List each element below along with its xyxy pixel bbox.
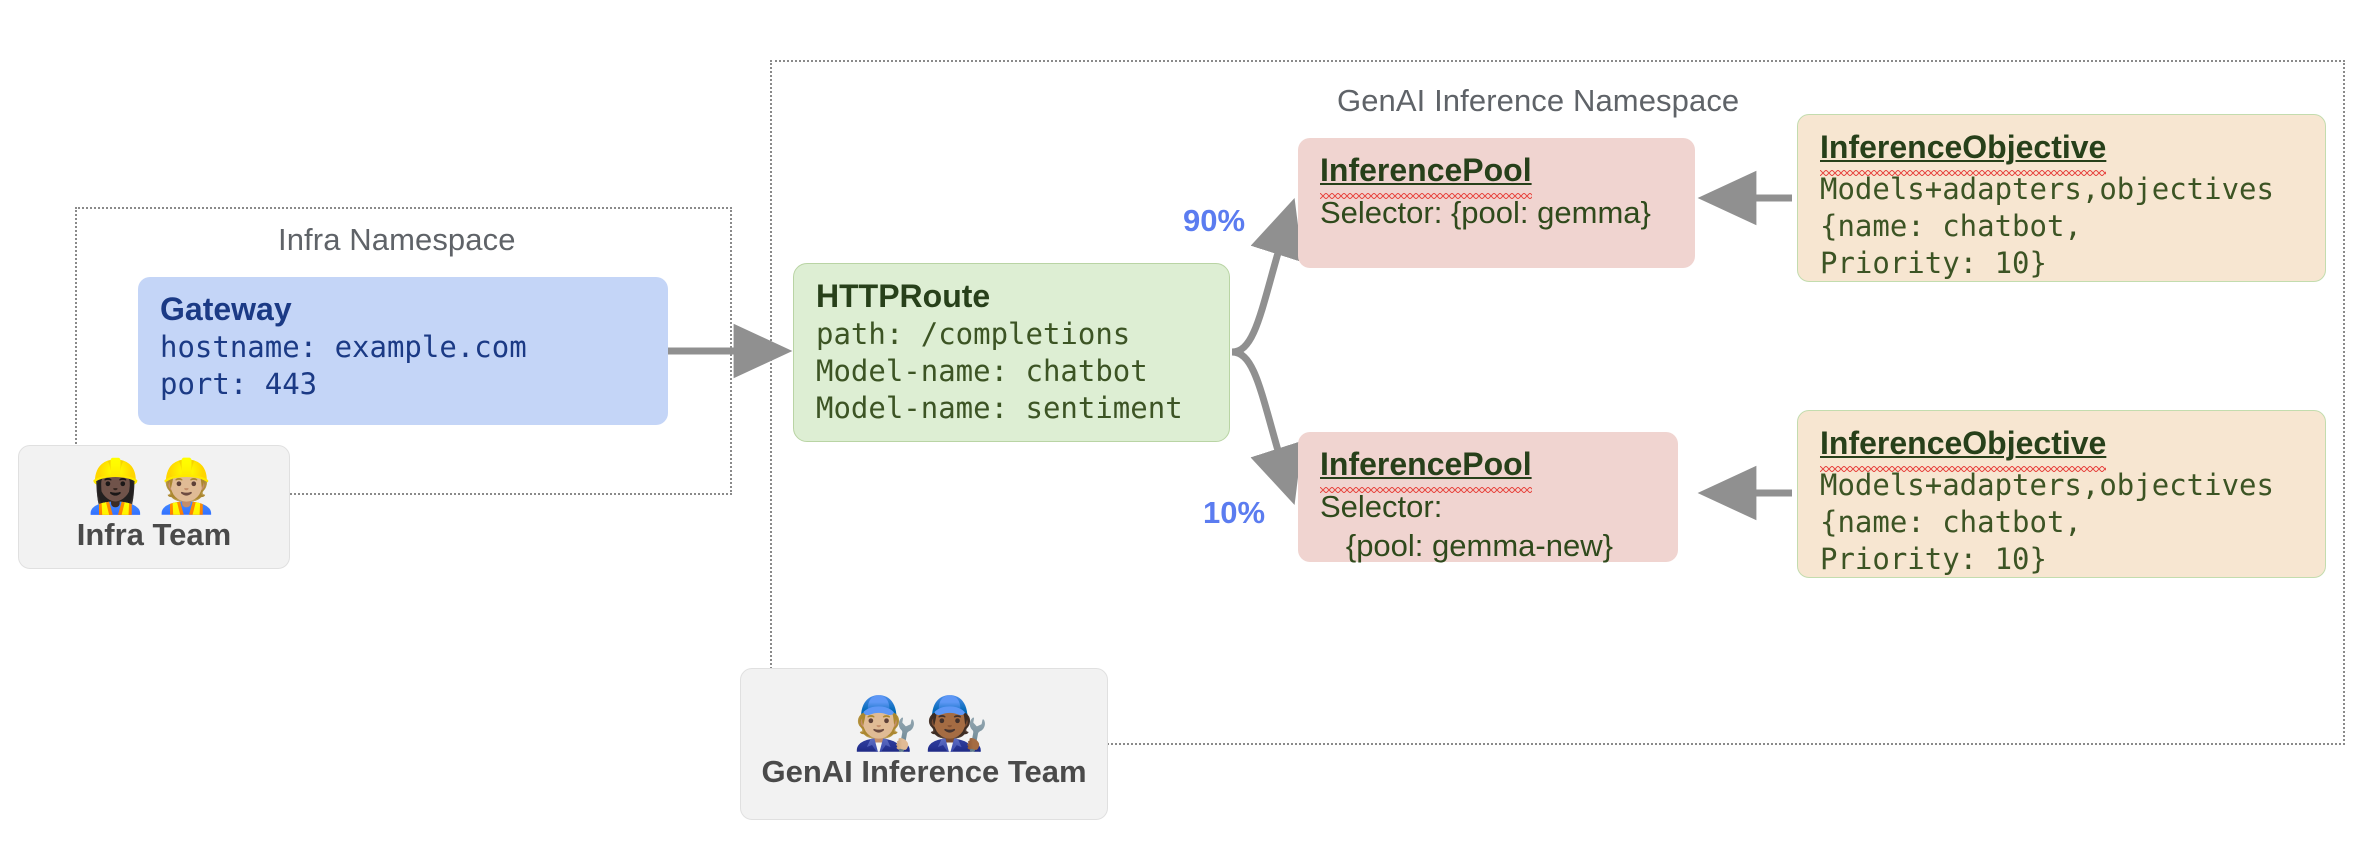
infra-team-label: Infra Team	[76, 517, 232, 552]
httproute-model-chatbot-line: Model-name: chatbot	[816, 353, 1148, 388]
httproute-kind-label: HTTPRoute	[816, 278, 991, 314]
gateway-port-line: port: 443	[160, 366, 318, 401]
inferencepool-top-selector-line: Selector: {pool: gemma}	[1320, 194, 1651, 230]
infra-team-avatar-icon: 👷🏿‍♀️👷🏼	[83, 457, 225, 517]
traffic-split-90-label: 90%	[1183, 203, 1246, 238]
inferenceobjective-bottom-priority-line: Priority: 10}	[1820, 541, 2047, 576]
inferencepool-bottom-kind-label: InferencePool	[1320, 446, 1658, 493]
inferencepool-top-kind-label: InferencePool	[1320, 152, 1675, 199]
resource-box-inferencepool-bottom[interactable]: InferencePool Selector: {pool: gemma-new…	[1298, 432, 1678, 563]
resource-box-inferenceobjective-bottom[interactable]: InferenceObjective Models+adapters,objec…	[1797, 410, 2326, 578]
inferencepool-bottom-selector-value-line: {pool: gemma-new}	[1320, 527, 1613, 563]
httproute-model-sentiment-line: Model-name: sentiment	[816, 390, 1183, 425]
team-card-genai[interactable]: 🧑🏼‍🔧🧑🏾‍🔧 GenAI Inference Team	[740, 668, 1108, 820]
inferenceobjective-top-kind-label: InferenceObjective	[1820, 129, 2305, 176]
spellcheck-underline: InferenceObjective	[1820, 425, 2107, 472]
gateway-hostname-line: hostname: example.com	[160, 329, 527, 364]
genai-team-avatar-icon: 🧑🏼‍🔧🧑🏾‍🔧	[853, 694, 995, 754]
inferenceobjective-bottom-kind-label: InferenceObjective	[1820, 425, 2305, 472]
inferenceobjective-top-models-line: Models+adapters,objectives	[1820, 171, 2274, 206]
genai-team-label: GenAI Inference Team	[761, 754, 1087, 789]
namespace-genai-title: GenAI Inference Namespace	[1337, 83, 1740, 118]
httproute-path-line: path: /completions	[816, 316, 1131, 351]
inferenceobjective-bottom-name-line: {name: chatbot,	[1820, 504, 2082, 539]
inferenceobjective-bottom-models-line: Models+adapters,objectives	[1820, 467, 2274, 502]
inferencepool-bottom-selector-line: Selector:	[1320, 488, 1443, 524]
namespace-genai	[770, 60, 2345, 745]
traffic-split-10-label: 10%	[1203, 495, 1266, 530]
gateway-kind-label: Gateway	[160, 291, 292, 327]
namespace-infra-title: Infra Namespace	[278, 222, 516, 257]
inferenceobjective-top-name-line: {name: chatbot,	[1820, 208, 2082, 243]
team-card-infra[interactable]: 👷🏿‍♀️👷🏼 Infra Team	[18, 445, 290, 569]
spellcheck-underline: InferencePool	[1320, 152, 1532, 199]
spellcheck-underline: InferencePool	[1320, 446, 1532, 493]
resource-box-gateway[interactable]: Gateway hostname: example.com port: 443	[138, 277, 668, 425]
resource-box-inferenceobjective-top[interactable]: InferenceObjective Models+adapters,objec…	[1797, 114, 2326, 282]
resource-box-inferencepool-top[interactable]: InferencePool Selector: {pool: gemma}	[1298, 138, 1695, 268]
spellcheck-underline: InferenceObjective	[1820, 129, 2107, 176]
inferenceobjective-top-priority-line: Priority: 10}	[1820, 245, 2047, 280]
resource-box-httproute[interactable]: HTTPRoute path: /completions Model-name:…	[793, 263, 1230, 442]
